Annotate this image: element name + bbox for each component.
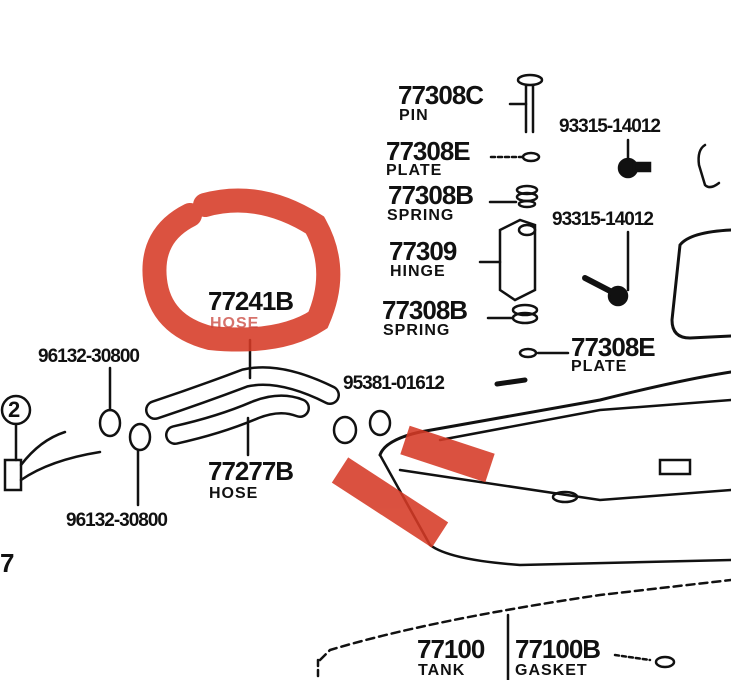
pin-number: 77308C bbox=[398, 80, 484, 110]
fuel-tank bbox=[316, 370, 731, 680]
screw-top-number: 93315-14012 bbox=[559, 116, 661, 137]
screw-mid-number: 93315-14012 bbox=[552, 209, 654, 230]
hose-lower-number: 77277B bbox=[208, 456, 294, 486]
hose-lower-part bbox=[165, 394, 310, 457]
hose-upper-name: HOSE bbox=[210, 315, 260, 332]
spring-bottom-part bbox=[486, 303, 539, 325]
spring-top-number: 77308B bbox=[388, 180, 474, 210]
callout-number: 2 bbox=[8, 397, 20, 422]
plate-bottom-name: PLATE bbox=[571, 358, 628, 375]
clamp-upper-part bbox=[98, 366, 122, 438]
clip-number: 95381-01612 bbox=[343, 373, 445, 394]
tank-name: TANK bbox=[418, 662, 466, 679]
hose-lower-name: HOSE bbox=[209, 485, 259, 502]
gasket-number: 77100B bbox=[515, 634, 601, 664]
screw-top-part bbox=[617, 138, 652, 179]
fuel-lid bbox=[670, 228, 731, 340]
pin-part bbox=[508, 73, 544, 134]
spring-bottom-number: 77308B bbox=[382, 295, 468, 325]
clip-part bbox=[494, 377, 528, 387]
spring-top-part bbox=[488, 184, 539, 209]
clamp-lower-part bbox=[128, 422, 152, 507]
spring-top-name: SPRING bbox=[387, 207, 455, 224]
red-stroke-annotation-lower bbox=[331, 457, 449, 548]
screw-mid-part bbox=[582, 230, 630, 307]
edge-number: 7 bbox=[0, 548, 15, 578]
clamp-upper-number: 96132-30800 bbox=[38, 346, 140, 367]
hinge-name: HINGE bbox=[390, 263, 446, 280]
plate-bottom-part bbox=[518, 347, 570, 359]
plate-top-part bbox=[489, 151, 541, 163]
red-circle-annotation bbox=[142, 188, 341, 352]
red-stroke-annotation-upper bbox=[400, 425, 495, 483]
plate-bottom-number: 77308E bbox=[571, 332, 656, 362]
hinge-number: 77309 bbox=[389, 236, 457, 266]
clamp-right-part bbox=[332, 409, 392, 445]
bracket-part bbox=[697, 143, 721, 189]
tank-number: 77100 bbox=[417, 634, 485, 664]
hose-upper-number: 77241B bbox=[208, 286, 294, 316]
wiring-part bbox=[0, 394, 102, 492]
hinge-part bbox=[478, 218, 537, 302]
plate-top-number: 77308E bbox=[386, 136, 471, 166]
clamp-lower-number: 96132-30800 bbox=[66, 510, 168, 531]
spring-bottom-name: SPRING bbox=[383, 322, 451, 339]
red-annotations bbox=[142, 188, 495, 548]
pin-name: PIN bbox=[399, 107, 429, 124]
plate-top-name: PLATE bbox=[386, 162, 443, 179]
gasket-name: GASKET bbox=[515, 662, 588, 679]
